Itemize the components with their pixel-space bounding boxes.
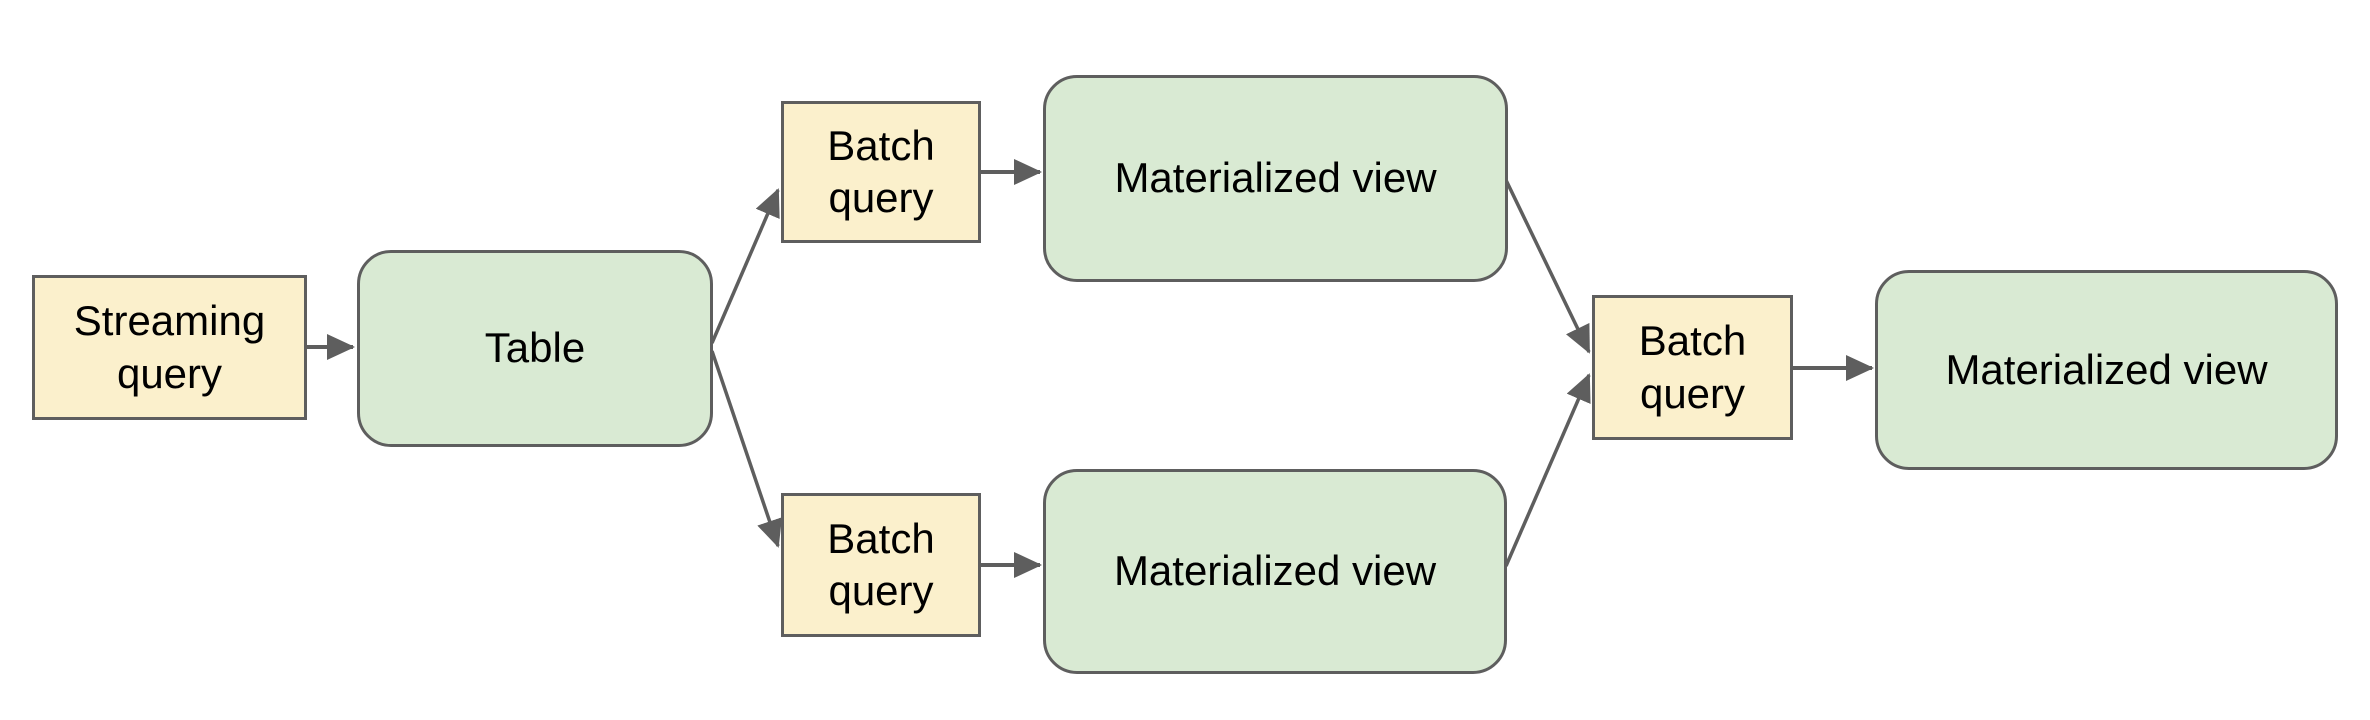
node-batch-query-top: Batch query: [781, 101, 981, 243]
node-label: Materialized view: [1113, 547, 1437, 595]
node-streaming-query: Streaming query: [32, 275, 307, 420]
edge-materialized-view-bottom-to-batch-query-right: [1504, 373, 1591, 567]
node-materialized-view-right: Materialized view: [1875, 270, 2338, 470]
node-materialized-view-top: Materialized view: [1043, 75, 1508, 282]
node-label: Batch query: [827, 514, 935, 614]
node-label: Materialized view: [1945, 345, 2268, 393]
node-label: Materialized view: [1114, 154, 1437, 202]
node-label: Batch query: [1638, 317, 1747, 417]
node-materialized-view-bottom: Materialized view: [1043, 469, 1507, 674]
edge-table-to-batch-query-bottom: [710, 350, 782, 548]
node-label: Batch query: [827, 121, 935, 221]
node-batch-query-bottom: Batch query: [781, 493, 981, 637]
node-label: Table: [484, 324, 586, 372]
node-label: Streaming query: [73, 297, 266, 397]
node-table: Table: [357, 250, 713, 447]
node-batch-query-right: Batch query: [1592, 295, 1793, 440]
edge-materialized-view-top-to-batch-query-right: [1503, 177, 1591, 354]
edge-table-to-batch-query-top: [710, 188, 780, 344]
